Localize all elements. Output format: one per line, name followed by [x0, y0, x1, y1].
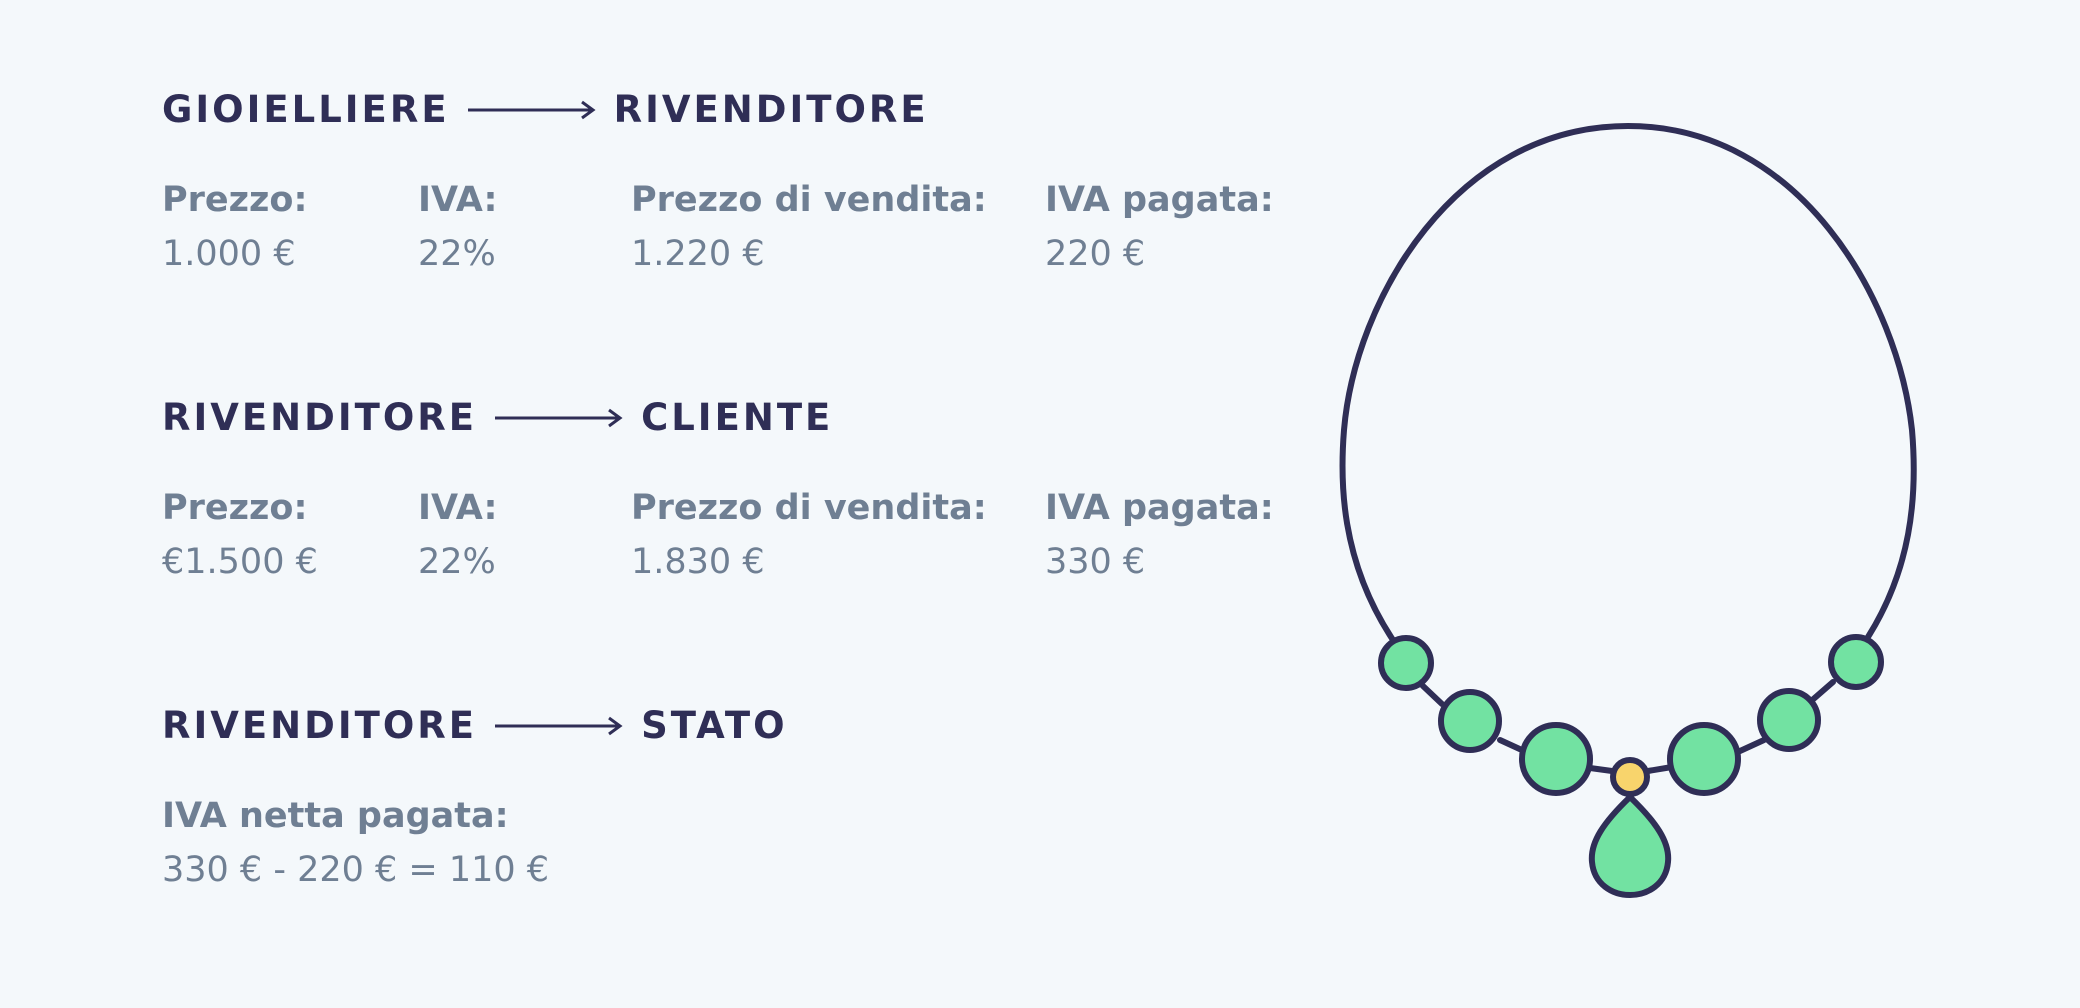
bead	[1519, 722, 1593, 796]
necklace-icon	[1320, 110, 1940, 914]
field-net-vat-paid: IVA netta pagata: 330 € - 220 € = 110 €	[162, 794, 549, 892]
flow-section-reseller-state: RIVENDITORE STATO IVA netta pagata: 330 …	[162, 702, 788, 904]
bead	[1757, 688, 1821, 752]
field-value: 330 € - 220 € = 110 €	[162, 850, 550, 890]
field-value: 330 €	[1045, 542, 1146, 582]
arrow-right-icon	[467, 100, 596, 120]
bead	[1438, 689, 1502, 753]
arrow-right-icon	[495, 408, 623, 428]
bead	[1667, 722, 1741, 796]
clasp	[1610, 757, 1650, 797]
field-price: Prezzo: €1.500 €	[162, 486, 318, 584]
field-value: 220 €	[1045, 234, 1146, 274]
flow-from-label: RIVENDITORE	[162, 704, 478, 747]
field-sale-price: Prezzo di vendita: 1.220 €	[631, 178, 987, 276]
field-vat: IVA: 22%	[418, 486, 497, 584]
flow-header: GIOIELLIERE RIVENDITORE	[162, 86, 929, 134]
field-value: 22%	[418, 234, 496, 274]
field-sale-price: Prezzo di vendita: 1.830 €	[631, 486, 987, 584]
field-label: Prezzo di vendita:	[631, 180, 987, 220]
flow-section-jeweler-reseller: GIOIELLIERE RIVENDITORE Prezzo: 1.000 € …	[162, 86, 1274, 288]
flow-to-label: STATO	[641, 704, 788, 747]
arrow-right-icon	[495, 716, 623, 736]
flow-to-label: CLIENTE	[641, 396, 834, 439]
field-vat-paid: IVA pagata: 330 €	[1045, 486, 1274, 584]
field-label: Prezzo:	[162, 488, 308, 528]
fields-row: Prezzo: 1.000 € IVA: 22% Prezzo di vendi…	[162, 178, 1274, 288]
field-value: 1.220 €	[631, 234, 765, 274]
bead	[1828, 634, 1884, 690]
field-label: IVA:	[418, 488, 498, 528]
flow-to-label: RIVENDITORE	[613, 88, 929, 131]
field-value: 1.830 €	[631, 542, 765, 582]
field-label: IVA:	[418, 180, 498, 220]
field-value: 22%	[418, 542, 496, 582]
field-price: Prezzo: 1.000 €	[162, 178, 307, 276]
field-value: €1.500 €	[162, 542, 318, 582]
fields-row: Prezzo: €1.500 € IVA: 22% Prezzo di vend…	[162, 486, 1274, 596]
field-vat-paid: IVA pagata: 220 €	[1045, 178, 1274, 276]
field-label: IVA pagata:	[1045, 488, 1274, 528]
field-label: IVA pagata:	[1045, 180, 1274, 220]
field-value: 1.000 €	[162, 234, 296, 274]
field-label: IVA netta pagata:	[162, 796, 509, 836]
flow-header: RIVENDITORE CLIENTE	[162, 394, 833, 442]
field-label: Prezzo:	[162, 180, 308, 220]
bead	[1378, 635, 1434, 691]
field-label: Prezzo di vendita:	[631, 488, 987, 528]
flow-header: RIVENDITORE STATO	[162, 702, 788, 750]
flow-from-label: GIOIELLIERE	[162, 88, 450, 131]
flow-section-reseller-customer: RIVENDITORE CLIENTE Prezzo: €1.500 € IVA…	[162, 394, 1274, 596]
field-vat: IVA: 22%	[418, 178, 497, 276]
flow-from-label: RIVENDITORE	[162, 396, 478, 439]
fields-row: IVA netta pagata: 330 € - 220 € = 110 €	[162, 794, 788, 904]
